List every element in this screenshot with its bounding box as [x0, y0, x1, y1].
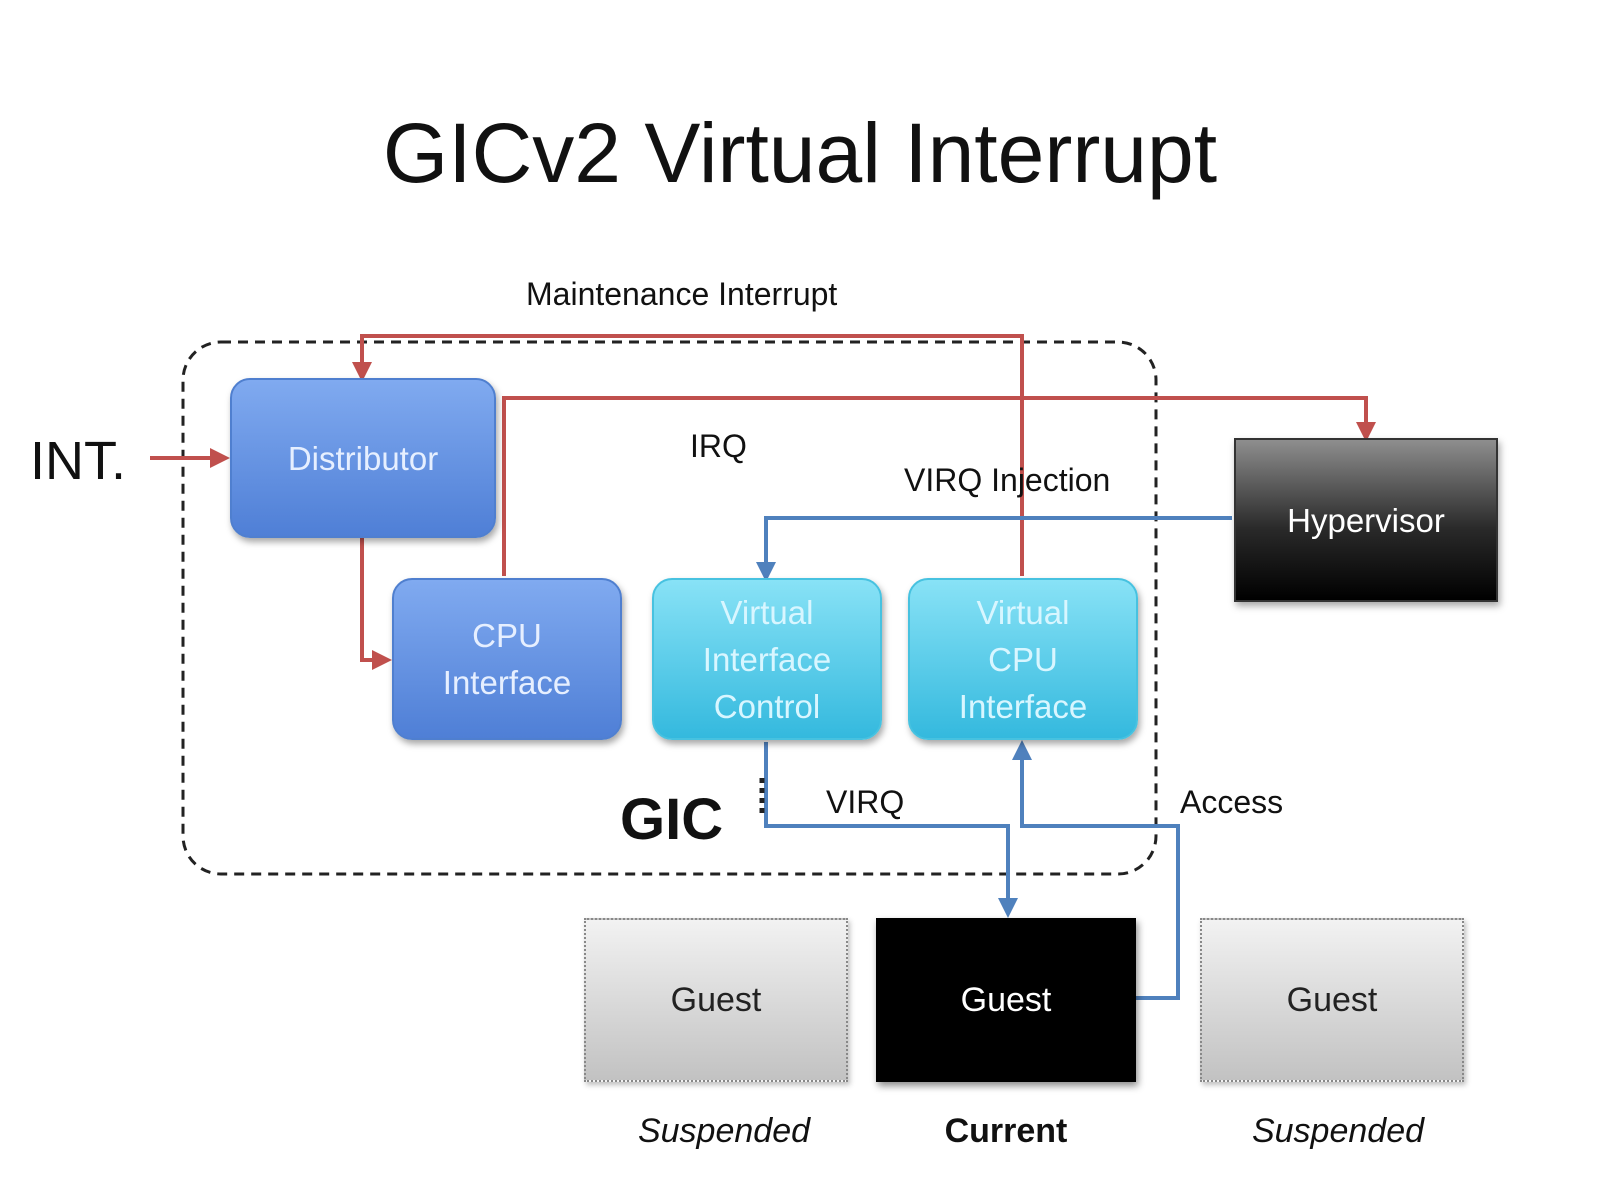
distributor-label: Distributor — [287, 439, 439, 477]
maintenance-interrupt-arrow — [352, 334, 1024, 576]
cpu-interface-block[interactable]: CPU Interface — [392, 578, 622, 740]
guest-label: Guest — [1286, 980, 1378, 1019]
distributor-block[interactable]: Distributor — [230, 378, 496, 538]
distributor-to-cpu-interface-arrow — [360, 538, 392, 670]
gic-boundary — [181, 340, 1158, 876]
irq-arrow — [502, 396, 1376, 576]
maintenance-interrupt-label: Maintenance Interrupt — [526, 276, 838, 312]
guest-state-current: Current — [944, 1112, 1068, 1150]
gic-label: GIC — [620, 787, 724, 852]
virtual-cpu-interface-label-line2: CPU — [988, 640, 1058, 678]
virtual-interface-control-block[interactable]: Virtual Interface Control — [652, 578, 882, 740]
access-label: Access — [1180, 784, 1284, 820]
virq-label: VIRQ — [826, 784, 905, 820]
guest-label: Guest — [960, 980, 1052, 1019]
virtual-cpu-interface-block[interactable]: Virtual CPU Interface — [908, 578, 1138, 740]
access-arrow — [1012, 740, 1180, 1000]
virq-injection-label: VIRQ Injection — [904, 462, 1111, 498]
hypervisor-label: Hypervisor — [1287, 501, 1445, 539]
virtual-interface-control-label-line1: Virtual — [720, 593, 814, 631]
virtual-interface-control-label-line2: Interface — [702, 640, 832, 678]
virtual-cpu-interface-label-line3: Interface — [958, 687, 1088, 725]
guest-current[interactable]: Guest — [876, 918, 1136, 1082]
virtual-cpu-interface-label-line1: Virtual — [976, 593, 1070, 631]
diagram-title: GICv2 Virtual Interrupt — [382, 106, 1218, 200]
guest-label: Guest — [670, 980, 762, 1019]
guest-state-left: Suspended — [637, 1112, 811, 1150]
irq-label: IRQ — [690, 428, 747, 464]
cpu-interface-label-line1: CPU — [472, 617, 542, 654]
guest-state-right: Suspended — [1251, 1112, 1425, 1150]
virq-injection-arrow — [756, 516, 1232, 582]
int-label: INT. — [30, 431, 127, 491]
cpu-interface-label-line2: Interface — [442, 664, 572, 701]
guest-suspended-left[interactable]: Guest — [584, 918, 848, 1082]
virtual-interface-control-label-line3: Control — [713, 687, 821, 725]
guest-suspended-right[interactable]: Guest — [1200, 918, 1464, 1082]
virq-arrow — [764, 742, 1018, 918]
hypervisor-block[interactable]: Hypervisor — [1234, 438, 1498, 602]
